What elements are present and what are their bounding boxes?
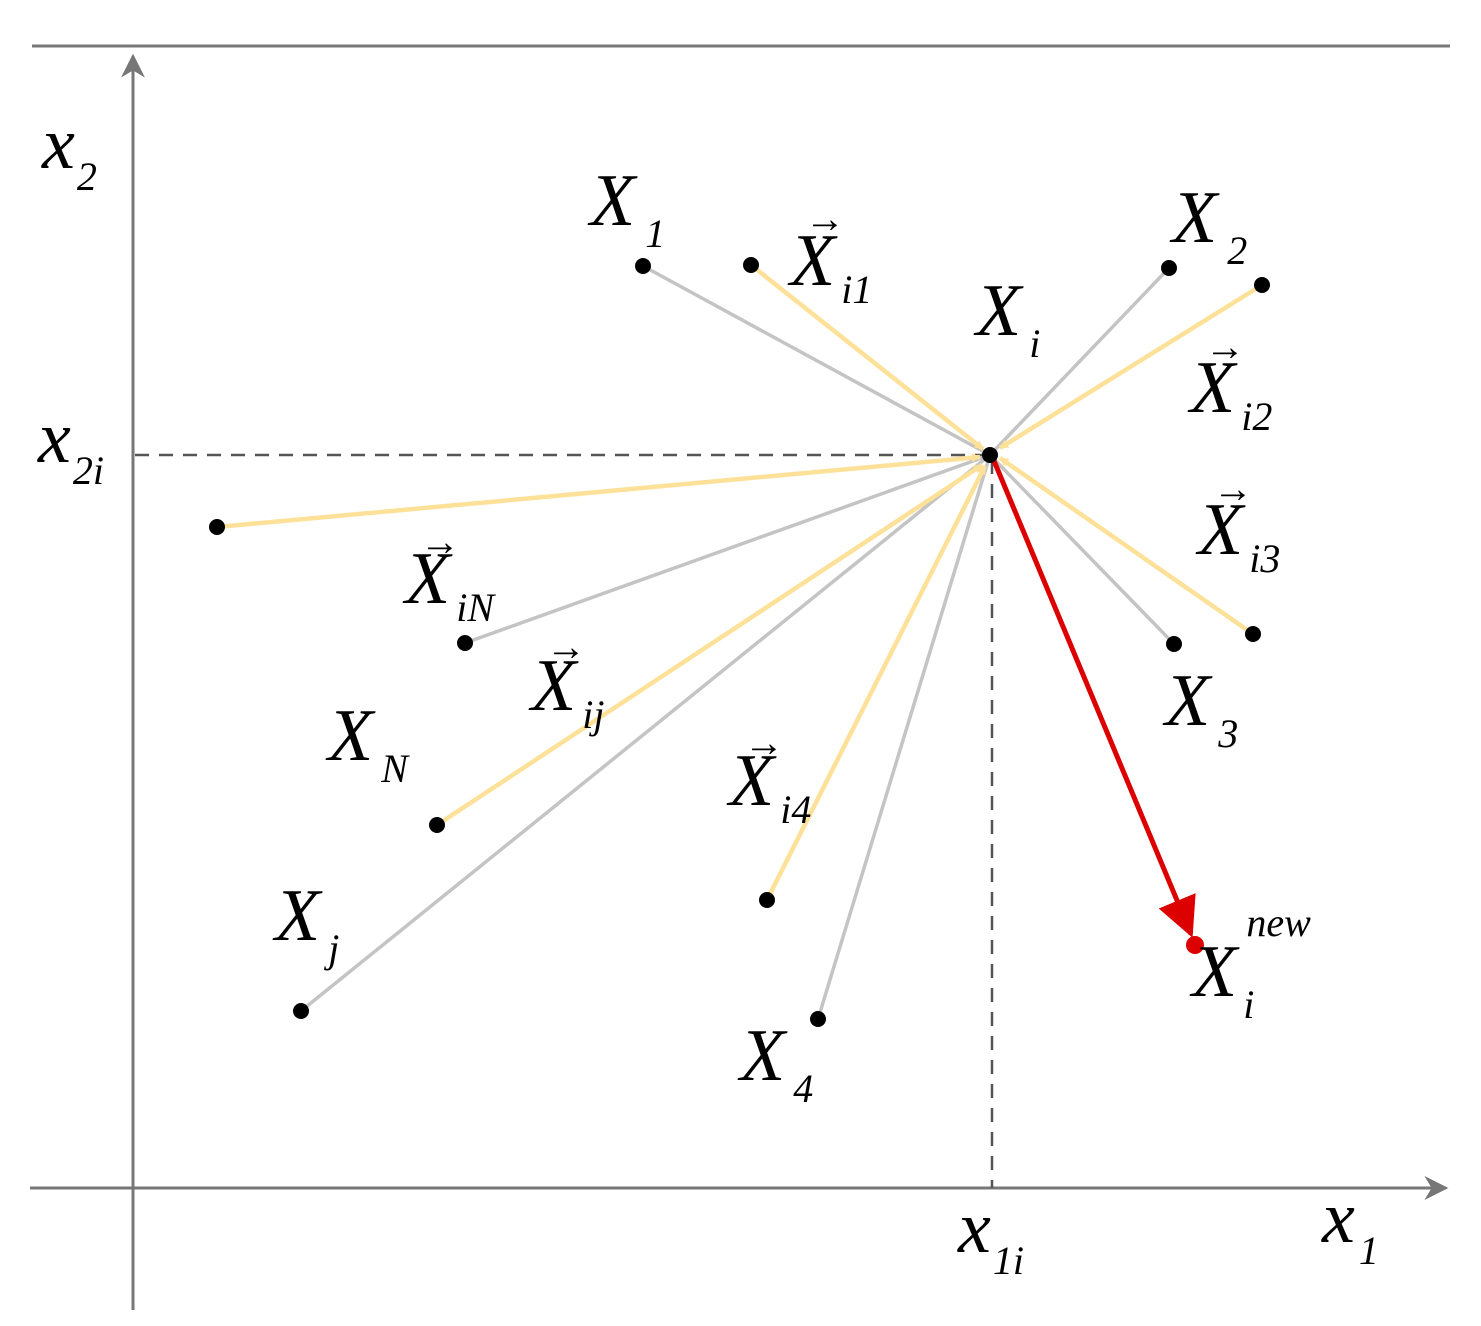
vector-xi4-arrow	[764, 464, 988, 902]
line-x2-xi	[988, 266, 1171, 457]
point-xi1-start	[743, 257, 759, 273]
vector-hat-xi1: →	[805, 196, 845, 241]
point-xi-new	[1186, 936, 1204, 954]
line-xin-xi	[464, 453, 991, 645]
point-xj	[293, 1003, 309, 1019]
point-xin	[457, 635, 473, 651]
point-xn	[429, 817, 445, 833]
vector-hat-xi4: →	[744, 720, 784, 765]
vector-left-arrow	[216, 453, 981, 530]
vector-xi3-arrow	[998, 456, 1255, 636]
y-axis-label: x2	[41, 103, 97, 199]
point-xi4-start	[759, 892, 775, 908]
line-xj-xi	[299, 453, 992, 1013]
point-x1	[635, 258, 651, 274]
point-x2	[1161, 260, 1177, 276]
red-move-arrow	[989, 455, 1196, 938]
point-x4	[810, 1011, 826, 1027]
line-x1-xi	[642, 264, 991, 457]
line-x3-xi	[988, 453, 1176, 646]
vector-hat-xij: →	[546, 624, 586, 669]
vector-hat-xi3: →	[1213, 466, 1253, 511]
points	[209, 257, 1270, 1027]
gray-lines	[299, 264, 1176, 1020]
vector-hat-xin: →	[420, 519, 460, 564]
line-x4-xi	[816, 454, 992, 1020]
point-xi3-start	[1245, 626, 1261, 642]
vector-hat-xi2: →	[1205, 324, 1245, 369]
x2i-label: x2i	[37, 397, 104, 493]
point-xi	[982, 447, 998, 463]
point-x3	[1166, 636, 1182, 652]
point-left	[209, 519, 225, 535]
vector-xij-arrow	[435, 463, 984, 827]
point-xi2-start	[1254, 277, 1270, 293]
yellow-vectors	[216, 263, 1264, 902]
vector-xi2-arrow	[998, 283, 1264, 450]
vector-xi1-arrow	[749, 263, 985, 451]
x1i-label: x1i	[957, 1187, 1024, 1283]
